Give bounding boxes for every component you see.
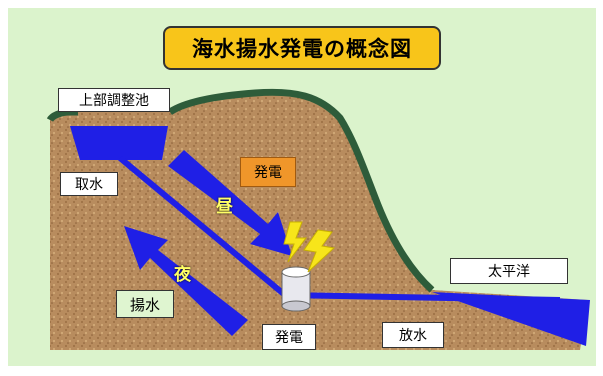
left-grass: [46, 108, 78, 122]
upper-reservoir-water: [70, 126, 168, 160]
day-arrow: [168, 150, 292, 256]
label-day: 昼: [216, 197, 233, 217]
label-generation-top: 発電: [240, 157, 296, 187]
diagram-title: 海水揚水発電の概念図: [163, 26, 441, 70]
lightning-bolt-right: [303, 229, 336, 273]
pacific-water: [432, 292, 590, 346]
lightning-bolt-left: [283, 221, 307, 263]
label-generation-bottom: 発電: [262, 324, 316, 350]
label-upper-reservoir: 上部調整池: [58, 88, 170, 112]
night-arrow: [124, 226, 248, 336]
generator-icon: [281, 266, 311, 312]
label-pacific: 太平洋: [450, 258, 568, 284]
label-intake: 取水: [60, 172, 118, 196]
label-discharge: 放水: [382, 322, 444, 348]
label-pumping: 揚水: [116, 290, 174, 318]
hill-grass: [168, 88, 435, 293]
label-night: 夜: [174, 265, 191, 285]
